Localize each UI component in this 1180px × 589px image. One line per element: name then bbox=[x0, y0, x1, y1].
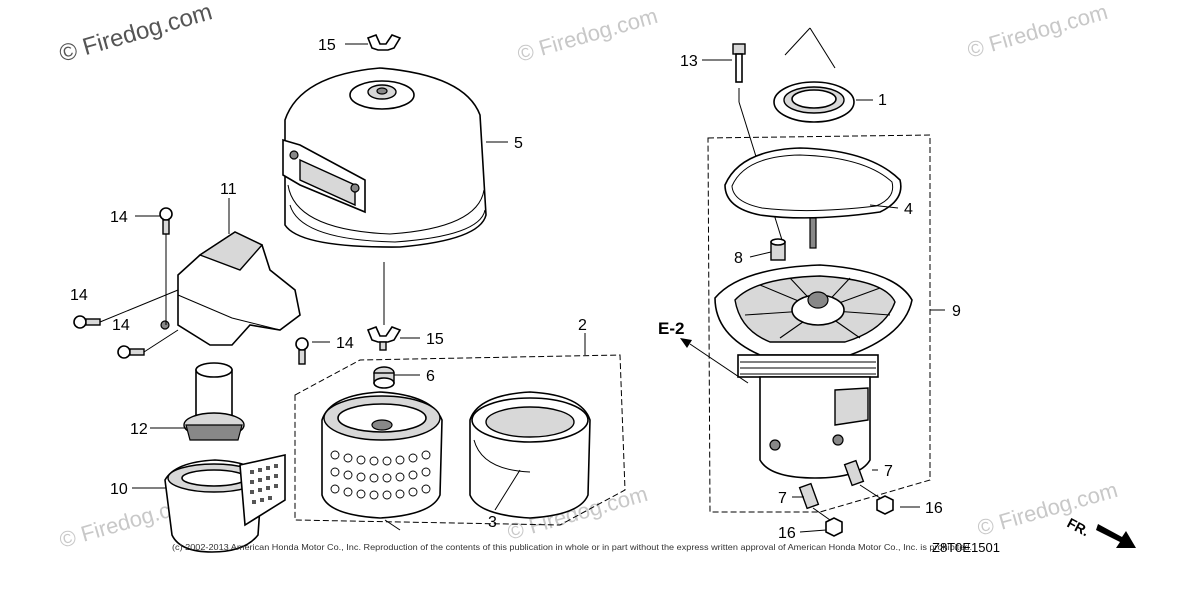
callout-16-lower: 16 bbox=[778, 525, 796, 542]
screw-14d bbox=[295, 337, 309, 365]
screw-14b bbox=[73, 315, 101, 329]
watermark-top-left: © Firedog.com bbox=[56, 0, 215, 68]
callout-14-top: 14 bbox=[110, 209, 128, 226]
stud bbox=[809, 217, 817, 249]
callout-15-top: 15 bbox=[318, 37, 336, 54]
nut-16a bbox=[876, 495, 894, 515]
collar bbox=[770, 238, 786, 261]
air-cleaner-cover bbox=[282, 67, 487, 248]
bolt bbox=[732, 43, 746, 83]
foam-prefilter bbox=[469, 391, 591, 519]
pipe-7b bbox=[798, 482, 820, 510]
screw-14c bbox=[117, 345, 145, 359]
seal-ring bbox=[773, 81, 855, 123]
reference-e2: E-2 bbox=[658, 319, 684, 338]
callout-10: 10 bbox=[110, 481, 128, 498]
callout-9: 9 bbox=[952, 303, 961, 320]
front-direction-label: FR. bbox=[1065, 515, 1092, 540]
nut-16b bbox=[825, 517, 843, 537]
wing-nut-top bbox=[366, 33, 402, 51]
callout-14-left: 14 bbox=[70, 287, 88, 304]
callout-15-lower: 15 bbox=[426, 331, 444, 348]
callout-12: 12 bbox=[130, 421, 148, 438]
intake-elbow bbox=[164, 454, 286, 553]
leader-lines bbox=[132, 43, 945, 533]
callout-6: 6 bbox=[426, 368, 435, 385]
pipe-7a bbox=[843, 459, 865, 487]
element-assembly-bracket bbox=[294, 354, 626, 526]
case-assembly-bracket bbox=[707, 134, 931, 513]
watermark-top-center: © Firedog.com bbox=[514, 3, 660, 67]
callout-5: 5 bbox=[514, 135, 523, 152]
intake-duct-cover bbox=[160, 231, 301, 346]
screw-14a bbox=[159, 207, 173, 235]
intake-tube bbox=[183, 362, 245, 441]
callout-7-lower: 7 bbox=[778, 490, 787, 507]
copyright-notice: (c) 2002-2013 American Honda Motor Co., … bbox=[172, 542, 972, 552]
callout-1: 1 bbox=[878, 92, 887, 109]
paper-element bbox=[321, 391, 443, 519]
callout-14-mid: 14 bbox=[112, 317, 130, 334]
watermark-top-right: © Firedog.com bbox=[964, 0, 1110, 63]
callout-7-upper: 7 bbox=[884, 463, 893, 480]
callout-8: 8 bbox=[734, 250, 743, 267]
air-cleaner-case bbox=[714, 264, 913, 479]
front-direction-arrow: FR. bbox=[1065, 515, 1136, 548]
callout-3: 3 bbox=[488, 514, 497, 531]
callout-2: 2 bbox=[578, 317, 587, 334]
callout-4: 4 bbox=[904, 201, 913, 218]
diagram-code: Z8T0E1501 bbox=[932, 540, 1000, 555]
gasket bbox=[724, 147, 902, 219]
grommet bbox=[373, 366, 395, 389]
callout-11: 11 bbox=[220, 181, 237, 198]
callout-13: 13 bbox=[680, 53, 698, 70]
callout-16-right: 16 bbox=[925, 500, 943, 517]
wing-nut-lower bbox=[366, 325, 402, 351]
callout-14-right: 14 bbox=[336, 335, 354, 352]
